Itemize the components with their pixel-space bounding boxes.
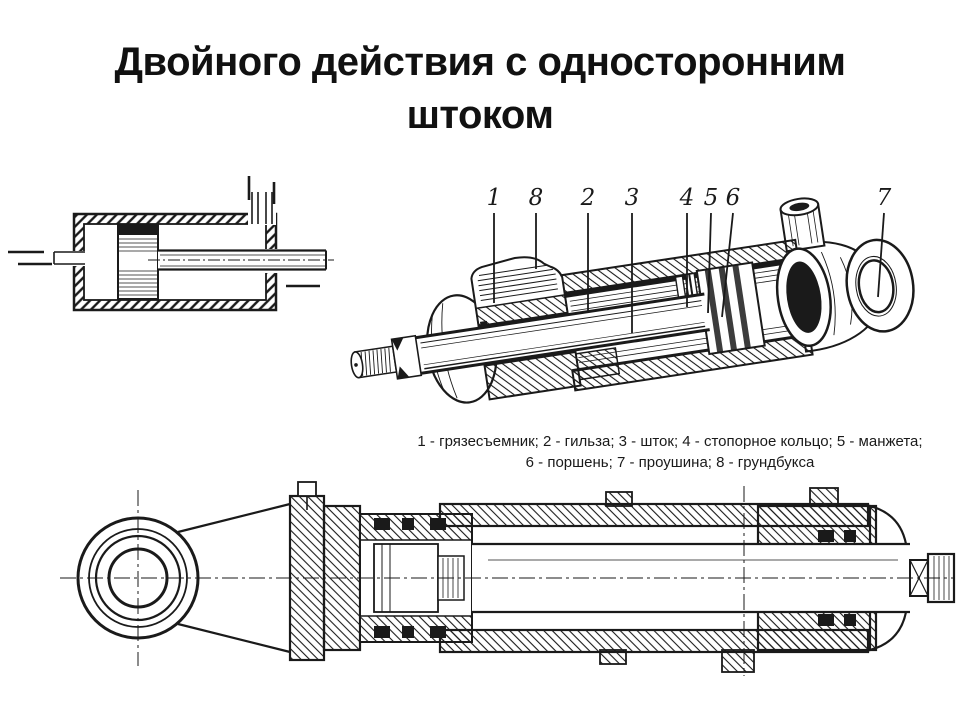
callout-2: 2 [580,185,596,211]
port-tabs [599,487,839,673]
eye-neck [177,502,291,654]
bore-opening [775,247,832,348]
rod-thread-tip [350,334,423,380]
figure-caption: 1 - грязесъемник; 2 - гильза; 3 - шток; … [390,431,950,473]
slide-title: Двойного действия с односторонним штоком [114,40,846,137]
rod-symbol [148,249,334,271]
callout-4: 4 [679,185,695,211]
caption-line-2: 6 - поршень; 7 - проушина; 8 - грундбукс… [525,454,815,471]
schematic-figure [0,158,340,318]
flow-arrows [8,176,320,288]
left-port [53,251,85,265]
callout-8: 8 [529,185,544,211]
top-ports [251,192,273,224]
callout-1: 1 [487,185,502,211]
piston-symbol [117,224,159,300]
section-figure [58,480,958,685]
wiper-seal [479,320,488,329]
centerlines [60,486,954,676]
callout-6: 6 [726,185,741,211]
callout-7: 7 [877,185,892,211]
gland-nut [470,256,621,401]
cutaway-figure: 1 8 2 3 4 5 6 7 [330,165,930,435]
callout-5: 5 [704,185,719,211]
cap-bolt [297,481,317,497]
rear-cap-flange [288,481,362,662]
rod [413,292,710,376]
callouts: 1 8 2 3 4 5 6 7 [487,185,892,333]
callout-3: 3 [625,185,640,211]
caption-line-1: 1 - грязесъемник; 2 - гильза; 3 - шток; … [417,433,923,450]
cutaway-body [350,197,915,404]
gland-seals [818,530,856,626]
eye-lug [845,238,915,333]
piston [695,261,766,356]
